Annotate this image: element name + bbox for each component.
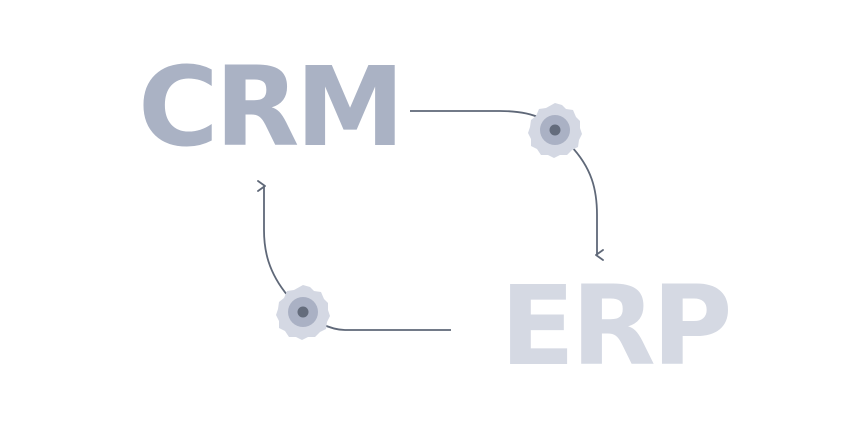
erp-label: ERP: [500, 262, 732, 390]
erp-to-crm-arrow: [257, 180, 289, 297]
gear-icon: [528, 103, 582, 158]
crm-to-erp-arrow: [569, 144, 604, 261]
gear-icon: [276, 285, 330, 340]
crm-label: CRM: [138, 43, 405, 171]
